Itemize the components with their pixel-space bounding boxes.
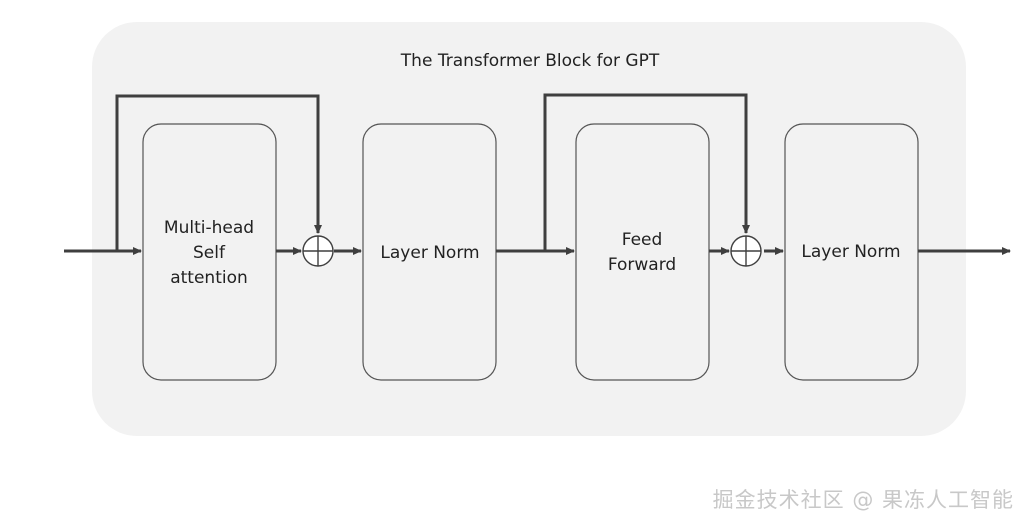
feed-forward-label-line1: Feed [622, 230, 663, 250]
layer-norm-2-label: Layer Norm [801, 242, 900, 262]
mhsa-label-line3: attention [170, 268, 248, 288]
mhsa-label-line1: Multi-head [164, 218, 254, 238]
residual-connection-1 [115, 94, 322, 251]
add-node-2 [730, 235, 762, 267]
feed-forward-box [575, 123, 710, 381]
feed-forward-label-line2: Forward [608, 255, 676, 275]
watermark-text: 掘金技术社区 @ 果冻人工智能 [712, 488, 1014, 512]
diagram-title: The Transformer Block for GPT [400, 51, 660, 71]
residual-connection-2 [543, 93, 750, 251]
layer-norm-1-label: Layer Norm [380, 243, 479, 263]
mhsa-label-line2: Self [193, 243, 226, 263]
add-node-1 [302, 235, 334, 267]
